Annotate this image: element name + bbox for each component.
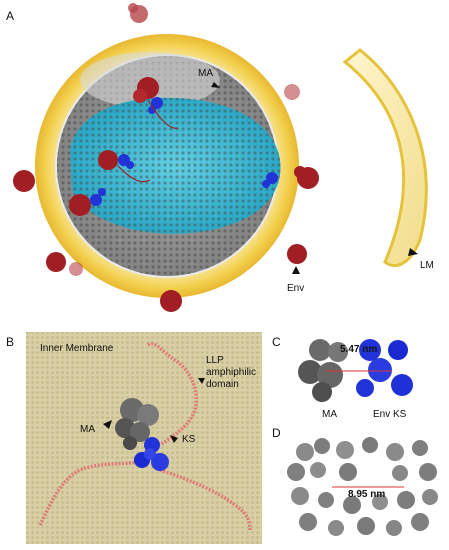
panel-b: B Inner Membrane MA KS LLP amphiphilic: [6, 332, 262, 544]
ma-trimer-b: [115, 398, 159, 450]
llp-chain-left: [38, 460, 141, 526]
env-spike-bottom: [160, 290, 182, 312]
llp-chain-top: [146, 342, 198, 447]
panel-c-letter: C: [272, 335, 281, 349]
distance-label-d: 8.95 nm: [348, 489, 385, 500]
llp-chain-right: [159, 468, 252, 531]
env-spike-lower-left: [46, 252, 83, 276]
panel-b-letter: B: [6, 335, 14, 349]
lipid-membrane-cap: [342, 48, 428, 267]
arrow-ma-b: [103, 420, 112, 429]
env-ks-trimer-c: [356, 339, 413, 397]
label-ks-b: KS: [182, 434, 196, 445]
arrow-ks-b: [170, 435, 178, 443]
label-env-ks-c: Env KS: [373, 409, 407, 420]
arrow-env: [292, 266, 300, 274]
label-llp-3: domain: [206, 379, 239, 390]
label-ma-c: MA: [322, 409, 337, 420]
label-ma-b: MA: [80, 424, 95, 435]
panel-d: D 8.95 nm: [272, 426, 438, 536]
ma-trimer-c: [298, 339, 348, 402]
llp-tail-2: [117, 165, 151, 183]
env-ks-complex-2: [98, 150, 134, 170]
env-spike-right: [294, 166, 319, 189]
llp-tail-1: [147, 99, 179, 129]
env-spike-upper-right: [284, 84, 300, 100]
env-ks-complex-4: [262, 172, 278, 188]
ks-trimer-b: [134, 437, 169, 471]
arrow-lm: [408, 248, 418, 256]
env-ks-complex-3: [69, 188, 106, 216]
label-env: Env: [287, 283, 304, 294]
distance-label-c: 5.47 nm: [340, 344, 377, 355]
capsid-texture: [70, 97, 281, 234]
env-spike-left: [13, 170, 35, 192]
env-spike-lower-right: [287, 244, 307, 264]
ma-lattice-d: [287, 437, 438, 536]
panel-d-letter: D: [272, 426, 281, 440]
panel-c: C 5.47 nm MA Env KS: [272, 335, 413, 420]
arrow-llp: [198, 378, 205, 384]
label-inner-membrane: Inner Membrane: [40, 343, 114, 354]
label-llp-1: LLP: [206, 355, 224, 366]
label-lm: LM: [420, 260, 434, 271]
env-spike-top: [128, 3, 148, 23]
arrow-ma-a: [211, 82, 220, 88]
panel-a-letter: A: [6, 9, 14, 23]
env-ks-complex-1: [133, 77, 163, 114]
label-ma-a: MA: [198, 68, 213, 79]
panel-a: A: [6, 3, 434, 312]
label-llp-2: amphiphilic: [206, 367, 256, 378]
